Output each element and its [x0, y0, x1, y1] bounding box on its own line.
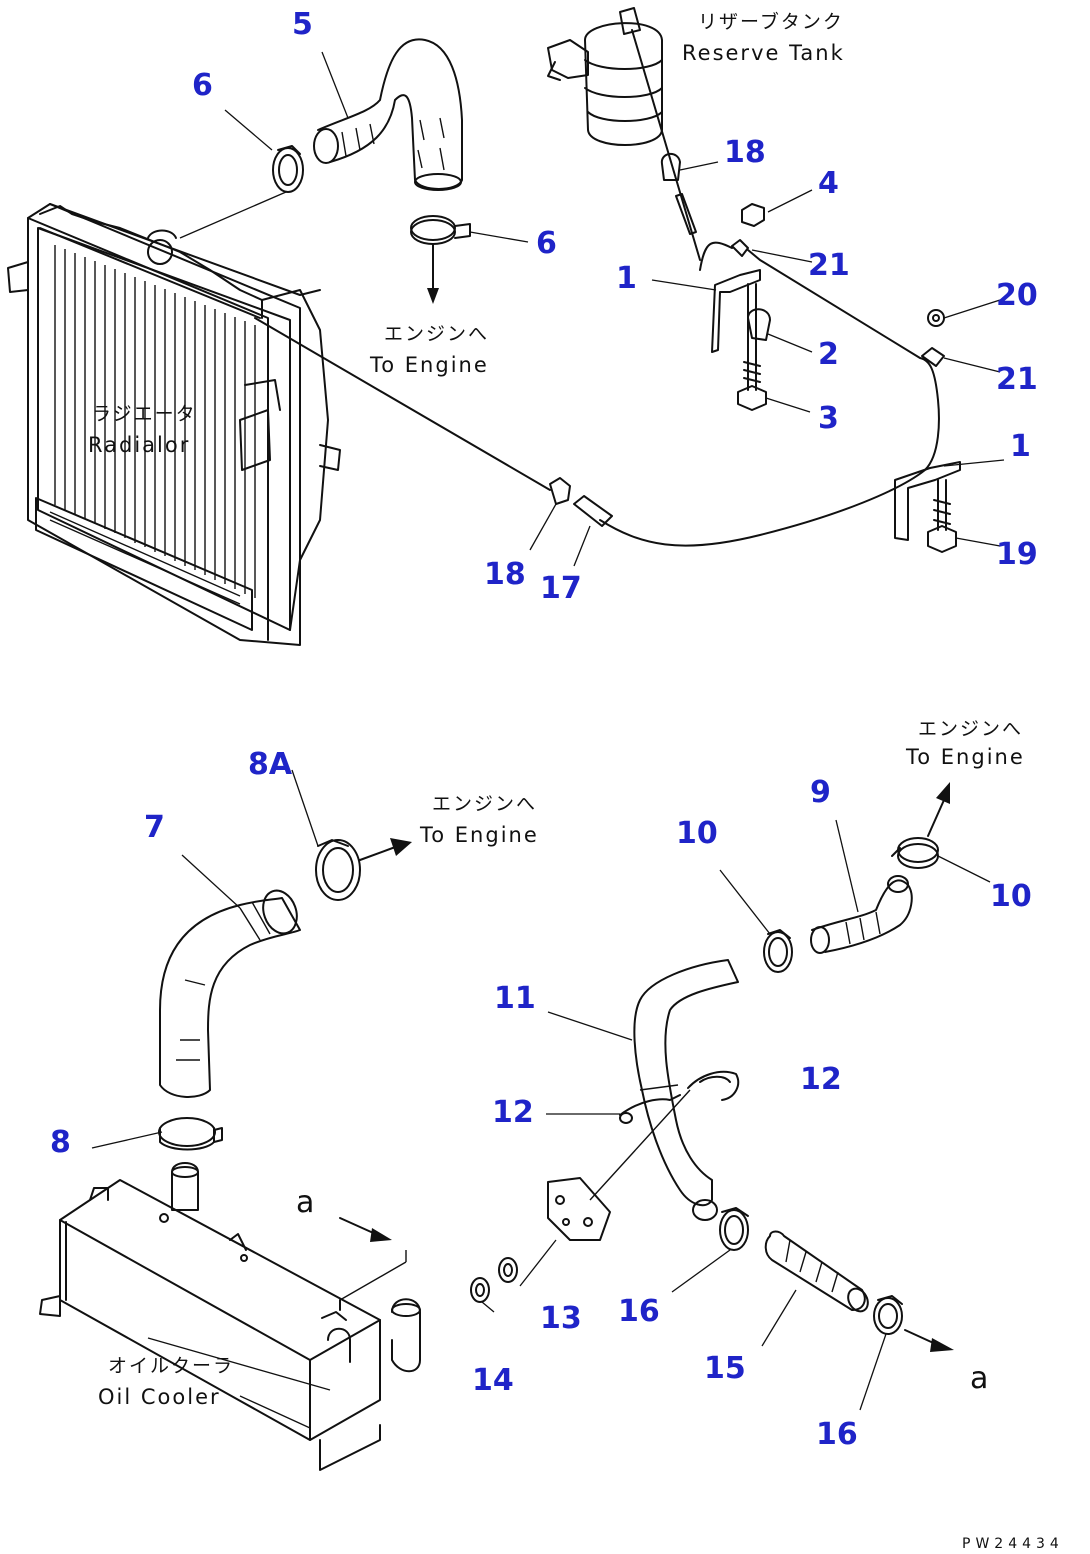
bolt-3 [737, 283, 767, 411]
callout-12-left: 12 [492, 1095, 534, 1130]
callout-5: 5 [292, 7, 313, 42]
clip-18-lower [549, 477, 571, 505]
clamp-10-right [891, 837, 939, 869]
callout-8a: 8A [248, 747, 293, 782]
callout-8: 8 [50, 1125, 71, 1160]
callout-1-lower: 1 [1010, 429, 1031, 464]
hose-9 [810, 875, 913, 954]
callouts: 5 6 6 18 4 21 1 20 2 21 3 1 19 18 17 8A … [50, 7, 1038, 1452]
bracket-1-upper [699, 241, 761, 353]
notes: リザーブタンク Reserve Tank ラジエータ Radialor エンジン… [88, 10, 1064, 1552]
hose-15 [764, 1230, 869, 1313]
to-engine-left-label: To Engine [419, 823, 539, 847]
callout-6-lower: 6 [536, 226, 557, 261]
clamp-8a [315, 839, 361, 901]
callout-11: 11 [494, 981, 536, 1016]
callout-21-upper: 21 [808, 248, 850, 283]
nut-4 [741, 203, 765, 227]
nut-14 [470, 1277, 490, 1303]
clamp-6-upper [272, 145, 304, 193]
leader-lines [91, 51, 1005, 1429]
reserve-tank-jp-label: リザーブタンク [698, 10, 844, 33]
drawing-number: PW24434 [962, 1536, 1064, 1552]
callout-13: 13 [540, 1301, 582, 1336]
arrow-a-upper [339, 1217, 407, 1301]
callout-2: 2 [818, 337, 839, 372]
callout-17: 17 [540, 571, 582, 606]
callout-1-upper: 1 [616, 261, 637, 296]
clamp-6-lower [410, 215, 471, 245]
reserve-tank [547, 7, 701, 261]
radiator-jp-label: ラジエータ [92, 403, 197, 425]
callout-7: 7 [144, 810, 165, 845]
sleeve-17 [573, 495, 613, 527]
callout-18-lower: 18 [484, 557, 526, 592]
washer-13 [498, 1257, 518, 1283]
callout-3: 3 [818, 401, 839, 436]
callout-10-left: 10 [676, 816, 718, 851]
callout-10-right: 10 [990, 879, 1032, 914]
radiator-label: Radialor [88, 433, 190, 457]
callout-19: 19 [996, 537, 1038, 572]
hose-11 [633, 959, 739, 1221]
clip-18-upper [660, 153, 681, 181]
spring-tube [675, 193, 697, 235]
to-engine-right-label: To Engine [905, 745, 1025, 769]
to-engine-arrow-up [927, 782, 950, 837]
callout-21-lower: 21 [996, 362, 1038, 397]
clamp-10-left [763, 929, 793, 973]
callout-6-upper: 6 [192, 68, 213, 103]
oil-cooler [39, 1162, 421, 1471]
oil-cooler-label: Oil Cooler [98, 1385, 221, 1409]
radiator [7, 203, 341, 646]
to-engine-right-jp-label: エンジンへ [918, 718, 1023, 740]
to-engine-arrow-left [359, 838, 412, 861]
callout-15: 15 [704, 1351, 746, 1386]
clip-21-lower [921, 347, 945, 367]
callout-12-right: 12 [800, 1062, 842, 1097]
to-engine-top-jp-label: エンジンへ [384, 323, 489, 345]
hose-5 [313, 38, 463, 191]
arrow-a-lower [904, 1329, 954, 1352]
clamp-2 [747, 308, 771, 341]
oil-cooler-jp-label: オイルクーラ [108, 1355, 234, 1377]
callout-9: 9 [810, 775, 831, 810]
clamp-16-right [873, 1295, 903, 1335]
callout-14: 14 [472, 1363, 514, 1398]
to-engine-left-jp-label: エンジンへ [432, 793, 537, 815]
callout-20: 20 [996, 278, 1038, 313]
to-engine-top-label: To Engine [369, 353, 489, 377]
hose-7 [159, 889, 301, 1098]
bracket-1-lower [894, 461, 961, 553]
grommet-20 [927, 309, 945, 327]
tube-12 [619, 1070, 740, 1124]
to-engine-arrow-down [427, 243, 439, 304]
arrow-a-upper-label: a [296, 1185, 316, 1220]
mount-bracket [547, 1089, 691, 1241]
callout-18-upper: 18 [724, 135, 766, 170]
arrow-a-lower-label: a [970, 1361, 990, 1396]
clip-21-upper [731, 239, 749, 257]
reserve-tank-label: Reserve Tank [682, 41, 845, 65]
clamp-8 [158, 1117, 223, 1151]
callout-16-left: 16 [618, 1294, 660, 1329]
clamp-16-left [719, 1207, 749, 1251]
callout-4: 4 [818, 166, 839, 201]
overflow-tube [254, 249, 940, 547]
callout-16-right: 16 [816, 1417, 858, 1452]
